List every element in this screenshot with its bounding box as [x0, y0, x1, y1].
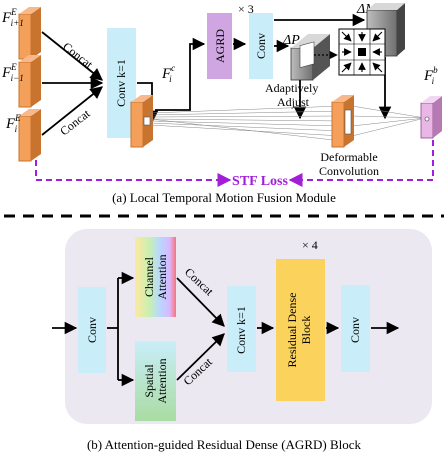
spatial-attention-label-line1: Spatial [142, 364, 156, 398]
arrow-channel-to-conv-k1 [176, 277, 225, 327]
rdb-repeat-label: × 4 [302, 238, 318, 252]
feature-stack-f-e-i-plus-1 [18, 7, 41, 60]
stf-loss-label: STF Loss [232, 174, 288, 189]
conv-label-b: Conv [85, 317, 99, 343]
caption-part-b: (b) Attention-guided Residual Dense (AGR… [87, 437, 362, 452]
arrow-spatial-to-conv-k1 [176, 333, 225, 381]
agrd-label: AGRD [213, 29, 227, 63]
concat-label-top: Concat [60, 39, 96, 71]
conv-k1-label-b: Conv k=1 [234, 306, 248, 354]
feature-stack-f-b-i [420, 96, 442, 139]
channel-attention-label-line1: Channel [142, 256, 156, 297]
feature-stack-deformable [331, 95, 354, 148]
offset-grid [338, 28, 386, 76]
feature-stack-f-e-i [18, 109, 41, 162]
conv-k1-block-b [227, 286, 256, 372]
conv-block-b [78, 287, 106, 373]
arrow-input1-to-conv [41, 31, 103, 81]
delta-p-box [290, 34, 330, 81]
agrd-block [207, 13, 232, 79]
part-b-agrd-block: Conv Channel Attention Spatial Attention… [52, 229, 432, 452]
feature-stack-f-c-i [130, 95, 153, 148]
conv-out-block [341, 285, 370, 372]
deform-label-line1: Deformable [320, 150, 377, 164]
caption-part-a: (a) Local Temporal Motion Fusion Module [112, 190, 336, 205]
conv-k1-label: Conv k=1 [114, 59, 128, 107]
adjust-label-line1: Adaptively [265, 81, 318, 95]
deform-label-line2: Convolution [319, 164, 379, 178]
rdb-label-line1: Residual Dense [285, 293, 299, 368]
rdb-label-line2: Block [299, 316, 313, 345]
feature-stack-f-e-i-minus-1 [18, 55, 41, 108]
spatial-attention-label-line2: Attention [155, 358, 169, 403]
conv-label-a: Conv [254, 33, 268, 59]
concat-label-bottom: Concat [57, 106, 93, 138]
agrd-repeat-label: × 3 [238, 2, 254, 16]
arrow-fic-to-agrd [155, 37, 206, 111]
channel-attention-label-line2: Attention [155, 254, 169, 299]
stf-loss-right-line [302, 140, 434, 181]
conv-out-label: Conv [348, 317, 362, 343]
spatial-attention-block [135, 341, 176, 421]
residual-dense-block [276, 259, 325, 401]
adjust-label-line2: Adjust [277, 95, 310, 109]
conv-block-a [249, 13, 273, 79]
channel-attention-block [135, 237, 176, 317]
arrow-input3-to-conv [41, 86, 103, 136]
sampling-lines [149, 105, 426, 142]
stf-loss-left-line [35, 160, 218, 181]
